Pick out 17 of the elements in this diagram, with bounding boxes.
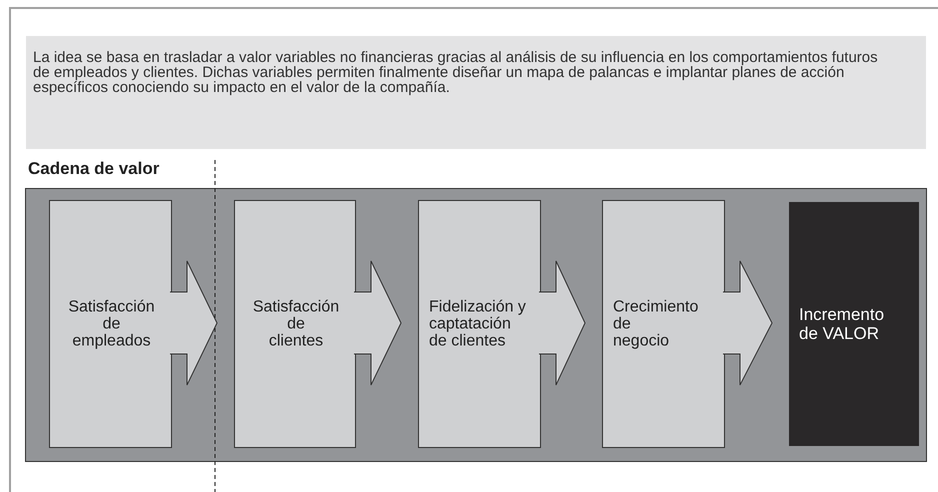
chevron-arrow <box>538 260 586 386</box>
result-box <box>789 202 919 446</box>
chevron-arrow <box>354 260 402 386</box>
text-band <box>26 36 926 149</box>
stage-label: Fidelización y captatación de clientes <box>429 298 527 350</box>
stage-label: Crecimiento de negocio <box>613 298 700 350</box>
stage-label: Satisfacción de empleados <box>67 298 156 350</box>
stage-box <box>49 200 172 448</box>
section-heading: Cadena de valor <box>28 159 160 179</box>
chevron-arrow <box>170 260 218 386</box>
stage-label: Incremento de VALOR <box>799 305 886 343</box>
intro-paragraph: La idea se basa en trasladar a valor variables no financieras gracias al análisis de su influencia en los comportamientos futuros de empleados y clientes. Dichas variables permiten finalmente diseñar un mapa de palancas e implantar planes de acción específicos conociendo su impacto en el valor de la compañía. <box>33 50 879 95</box>
stage-box <box>602 200 725 448</box>
chevron-arrow <box>722 260 773 386</box>
stage-box <box>418 200 541 448</box>
stage-box <box>234 200 356 448</box>
stage-label: Satisfacción de clientes <box>252 298 340 350</box>
